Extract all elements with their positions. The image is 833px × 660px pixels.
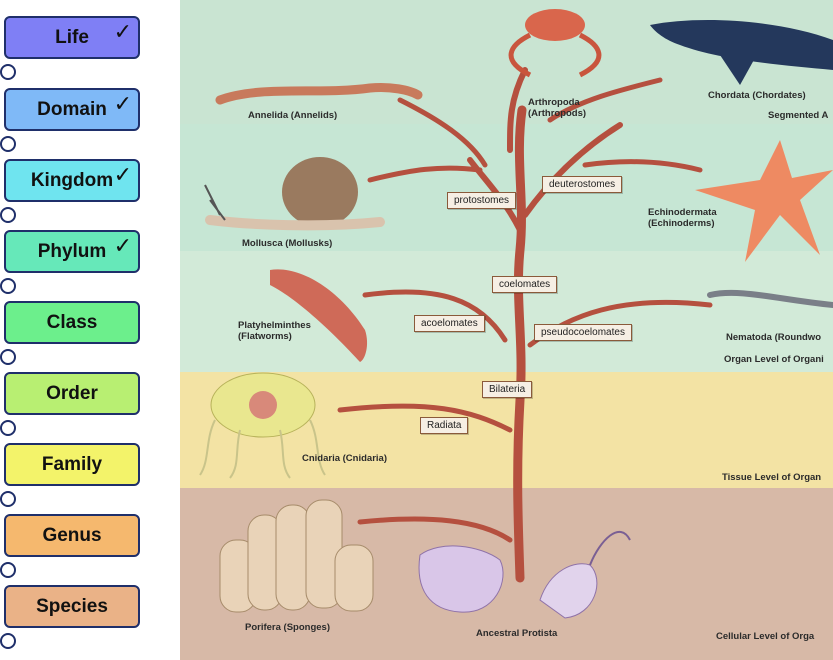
branch-arthropoda — [507, 67, 528, 153]
label-segmented: Segmented A — [768, 110, 829, 121]
branch-protostomes-trunk — [467, 157, 523, 233]
bullet-dot — [0, 562, 16, 578]
trunk — [513, 105, 527, 583]
bullet-dot — [0, 491, 16, 507]
whale-icon — [650, 20, 833, 85]
annelid-icon — [215, 83, 423, 105]
label-annelida: Annelida (Annelids) — [248, 110, 338, 121]
bullet-dot — [0, 420, 16, 436]
branch-deuterostomes — [522, 122, 623, 218]
branch-mollusca — [367, 165, 483, 183]
label-arthropoda: Arthropoda (Arthropods) — [528, 97, 587, 119]
label-cellular-level: Cellular Level of Orga — [716, 631, 815, 642]
branch-annelida — [397, 97, 488, 168]
label-organ-level: Organ Level of Organi — [724, 354, 824, 365]
taxonomy-label: Order — [46, 382, 98, 404]
label-echinodermata: Echinodermata (Echinoderms) — [648, 207, 717, 229]
bullet-dot — [0, 207, 16, 223]
bullet-dot — [0, 64, 16, 80]
tree-branches — [337, 67, 713, 583]
amoeba-icon — [418, 545, 504, 613]
tree-drawing — [199, 9, 833, 619]
node-pseudocoelomates: pseudocoelomates — [534, 324, 632, 341]
roundworm-icon — [707, 289, 833, 308]
taxonomy-label: Phylum — [37, 240, 107, 262]
taxonomy-item-family[interactable]: Family — [0, 443, 140, 507]
snail-icon — [204, 157, 385, 231]
flatworm-icon — [270, 269, 368, 362]
bullet-dot — [0, 278, 16, 294]
taxonomy-label: Species — [36, 595, 108, 617]
label-tissue-level: Tissue Level of Organ — [722, 472, 822, 483]
taxonomy-label: Domain — [37, 98, 107, 120]
flagellate-icon — [539, 531, 631, 619]
label-platyhelminthes: Platyhelminthes (Flatworms) — [238, 320, 311, 342]
bullet-dot — [0, 349, 16, 365]
taxonomy-item-species[interactable]: Species — [0, 585, 140, 649]
taxonomy-label: Genus — [42, 524, 102, 546]
taxonomy-item-kingdom[interactable]: Kingdom ✓ — [0, 159, 140, 223]
jellyfish-icon — [199, 372, 326, 479]
branch-platyhelminthes — [362, 289, 508, 343]
label-nematoda: Nematoda (Roundwo — [726, 332, 821, 343]
taxonomy-item-genus[interactable]: Genus — [0, 514, 140, 578]
taxonomy-item-phylum[interactable]: Phylum ✓ — [0, 230, 140, 294]
node-coelomates: coelomates — [492, 276, 558, 293]
bullet-dot — [0, 136, 16, 152]
starfish-icon — [695, 140, 833, 262]
node-deuterostomes: deuterostomes — [542, 176, 623, 193]
crab-icon — [508, 9, 602, 78]
taxonomy-label: Life — [55, 26, 89, 48]
branch-echinodermata — [582, 159, 703, 173]
taxonomy-label: Kingdom — [30, 169, 114, 191]
taxonomy-item-domain[interactable]: Domain ✓ — [0, 88, 140, 152]
branch-chordata — [547, 77, 663, 123]
sponge-icon — [219, 499, 374, 613]
taxonomy-item-class[interactable]: Class — [0, 301, 140, 365]
checkmark-icon: ✓ — [113, 92, 132, 117]
checkmark-icon: ✓ — [113, 234, 132, 259]
node-acoelomates: acoelomates — [414, 315, 485, 332]
node-bilateria: Bilateria — [482, 381, 533, 398]
branch-cnidaria — [337, 403, 513, 433]
label-mollusca: Mollusca (Mollusks) — [242, 238, 333, 249]
taxonomy-item-order[interactable]: Order — [0, 372, 140, 436]
taxonomy-label: Class — [46, 311, 98, 333]
label-cnidaria: Cnidaria (Cnidaria) — [302, 453, 387, 464]
label-protista: Ancestral Protista — [476, 628, 558, 639]
label-porifera: Porifera (Sponges) — [245, 622, 330, 633]
taxonomy-label: Family — [41, 453, 103, 475]
label-chordata: Chordata (Chordates) — [708, 90, 806, 101]
phylogenetic-tree: Annelida (Annelids) Arthropoda (Arthropo… — [180, 0, 833, 660]
node-radiata: Radiata — [420, 417, 469, 434]
node-protostomes: protostomes — [447, 192, 517, 209]
checkmark-icon: ✓ — [113, 20, 132, 45]
checkmark-icon: ✓ — [113, 163, 132, 188]
branch-porifera — [357, 516, 513, 543]
bullet-dot — [0, 633, 16, 649]
taxonomy-item-life[interactable]: Life ✓ — [0, 16, 140, 80]
